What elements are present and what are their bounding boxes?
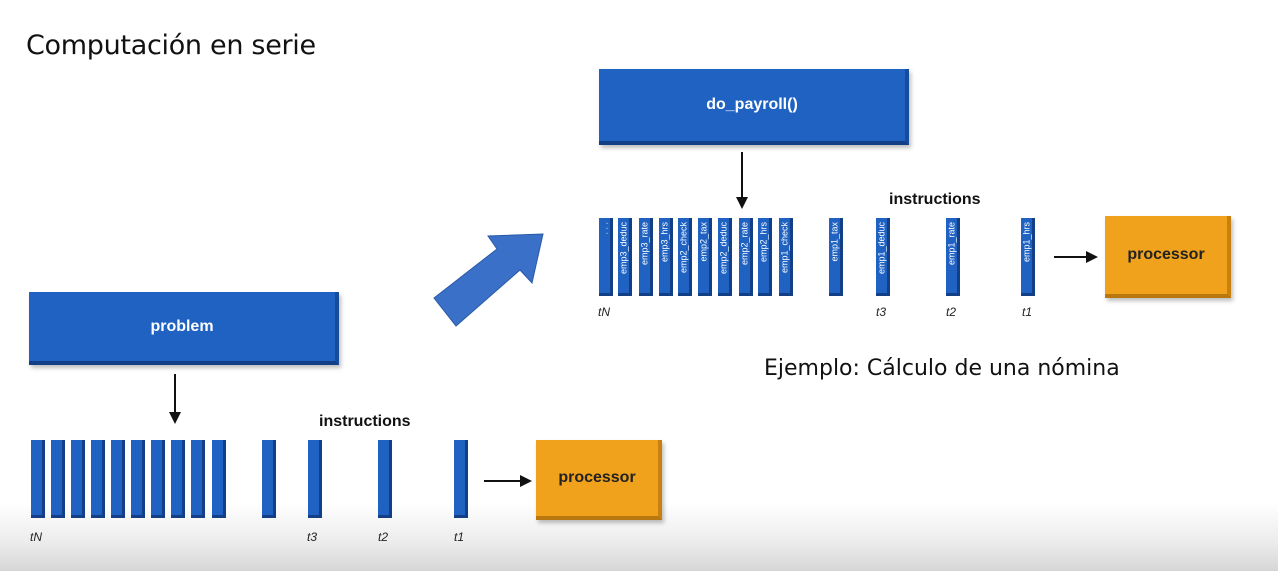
right-tick-t3: t3 [876,305,887,319]
instruction-bar-label: emp3_hrs [659,222,669,263]
left-instruction-bar [31,440,45,518]
instruction-bar-label: . . . [599,222,609,235]
instruction-bar-label: emp1_hrs [1021,222,1031,263]
right-instruction-bar: emp3_rate [639,218,653,296]
right-instructions-heading: instructions [889,191,981,208]
instruction-bar-label: emp3_rate [639,222,649,266]
right-instruction-bar: emp1_rate [946,218,960,296]
right-instruction-bar: emp3_hrs [659,218,673,296]
instruction-bar-label: emp1_tax [829,222,839,262]
left-instruction-bar [454,440,468,518]
instruction-bar-label: emp2_hrs [758,222,768,263]
right-instruction-bar: emp3_deduc [618,218,632,296]
left-instruction-bar [378,440,392,518]
instruction-bar-label: emp1_check [779,222,789,274]
left-tick-t1: t1 [454,530,465,544]
instruction-bar-label: emp3_deduc [618,222,628,275]
left-tick-t2: t2 [378,530,389,544]
do-payroll-block: do_payroll() [599,69,909,145]
instruction-bar-label: emp2_rate [739,222,749,266]
left-processor-label: processor [558,469,636,486]
right-instruction-bar: emp2_check [678,218,692,296]
right-tick-t2: t2 [946,305,957,319]
left-instruction-bar [171,440,185,518]
left-instruction-bar [212,440,226,518]
problem-block: problem [29,292,339,365]
instruction-bar-label: emp1_deduc [876,222,886,275]
slide-title: Computación en serie [26,30,316,61]
right-instruction-bar: emp2_tax [698,218,712,296]
right-instruction-bar: emp2_rate [739,218,753,296]
right-instruction-bar: emp1_deduc [876,218,890,296]
problem-label: problem [150,317,214,335]
right-instruction-bar: . . . [599,218,613,296]
right-instruction-bar: emp1_tax [829,218,843,296]
right-tick-t1: t1 [1022,305,1033,319]
right-instruction-bar: emp1_hrs [1021,218,1035,296]
left-instruction-bar [91,440,105,518]
left-tick-tN: tN [30,530,42,544]
left-instruction-bar [111,440,125,518]
left-instruction-bar [191,440,205,518]
right-tick-tN: tN [598,305,610,319]
left-instructions-heading: instructions [319,413,411,430]
do-payroll-label: do_payroll() [706,96,798,113]
instruction-bar-label: emp1_rate [946,222,956,266]
right-instruction-bar: emp2_hrs [758,218,772,296]
right-instruction-bar: emp1_check [779,218,793,296]
right-instruction-bar: emp2_deduc [718,218,732,296]
instruction-bar-label: emp2_tax [698,222,708,262]
left-instruction-bar [308,440,322,518]
instruction-bar-label: emp2_deduc [718,222,728,275]
left-instruction-bar [151,440,165,518]
left-tick-t3: t3 [307,530,318,544]
left-instruction-bar [51,440,65,518]
left-instruction-bar [262,440,276,518]
left-processor-block: processor [536,440,662,520]
left-instruction-bar [71,440,85,518]
instruction-bar-label: emp2_check [678,222,688,274]
right-processor-block: processor [1105,216,1231,298]
left-instruction-bar [131,440,145,518]
right-processor-label: processor [1127,246,1205,263]
example-caption: Ejemplo: Cálculo de una nómina [764,356,1120,381]
